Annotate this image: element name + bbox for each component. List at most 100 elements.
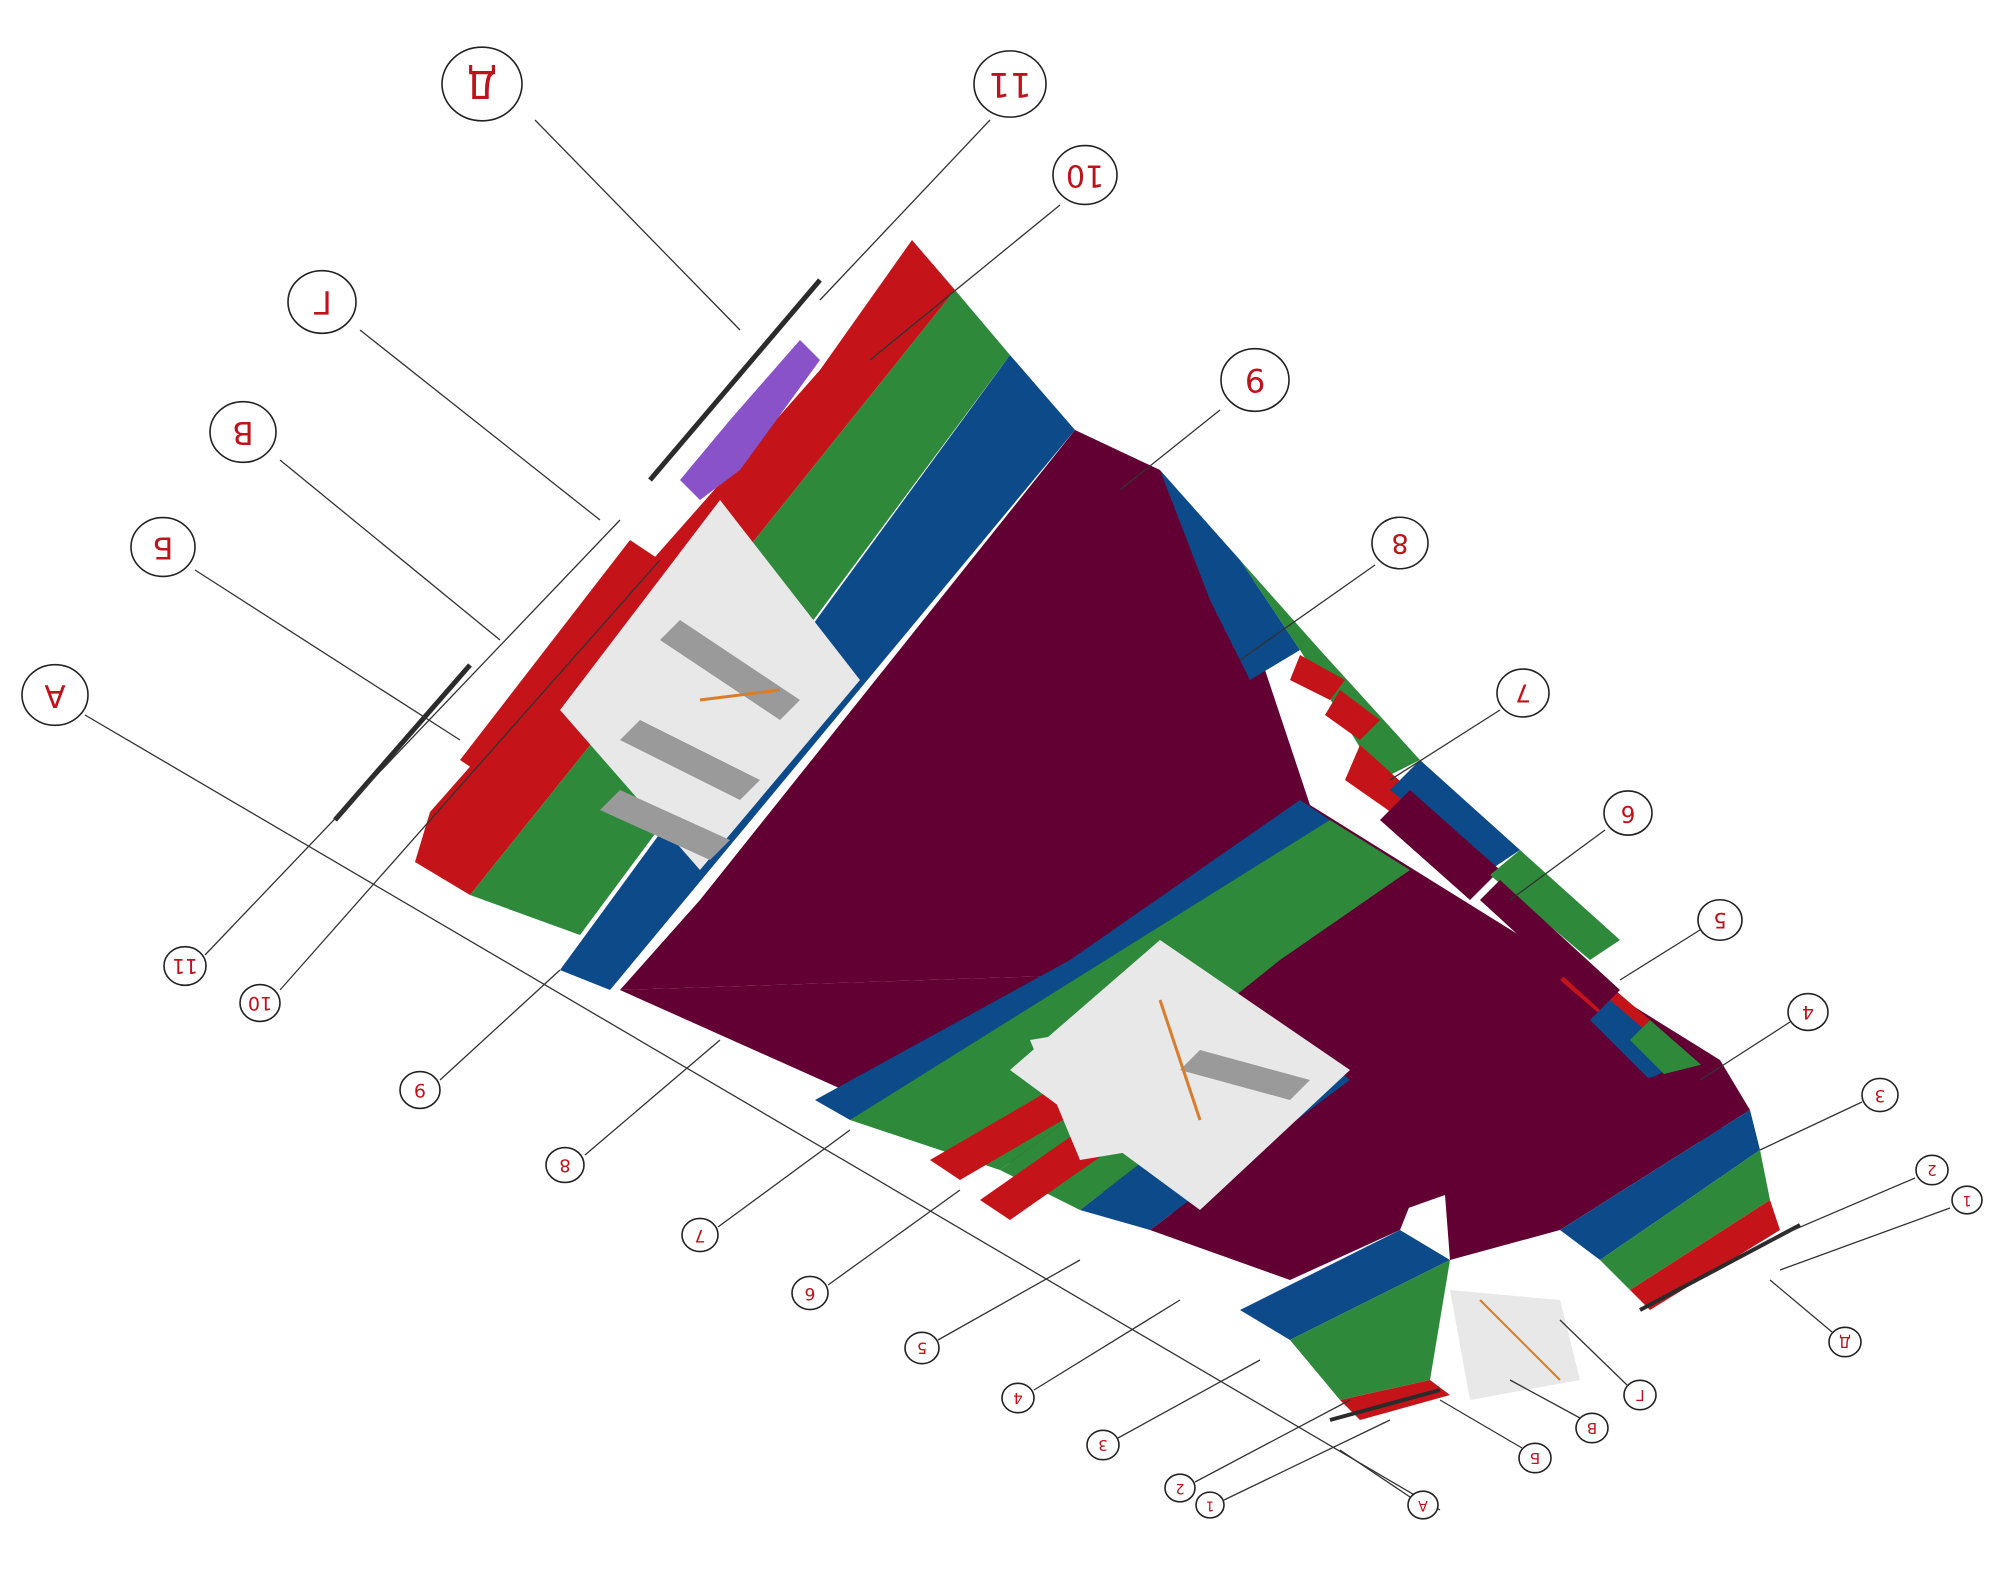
stair-flight-upper-3 (600, 790, 730, 860)
slab-layer-maroon-right-2 (1480, 880, 1620, 1010)
axis-bubble-large-G: Г (287, 269, 601, 521)
axis-bubble-circle (239, 983, 281, 1023)
axis-bubble-large-A: А (21, 663, 1441, 1511)
axis-bubble-small-V: В (1509, 1379, 1609, 1444)
axis-bubble-small-B: Б (1439, 1399, 1552, 1474)
axis-bubble-label: 7 (695, 1225, 706, 1245)
axis-bubble-circle (441, 46, 523, 122)
axis-bubble-large-D: Д (441, 46, 741, 331)
axis-bubble-label: 1 (1963, 1192, 1972, 1208)
slab-layer-green-bottom (1290, 1260, 1450, 1400)
axis-bubble-large-10: 10 (869, 144, 1118, 361)
axis-bubble-circle (1623, 1379, 1657, 1411)
slab-layer-red-right-1 (1290, 655, 1345, 700)
axis-bubble-circle (1787, 992, 1829, 1032)
axis-leader-line (717, 1129, 851, 1228)
stair-well-bottom (1450, 1290, 1580, 1400)
axis-bubble-label: Д (467, 62, 497, 106)
stair-flight-upper-2 (620, 720, 760, 800)
axis-leader-line (1119, 409, 1221, 491)
balcony-rail-bl (1329, 1388, 1441, 1422)
slab-layer-green-br (1600, 1150, 1770, 1290)
axis-bubble-circle (1915, 1154, 1949, 1186)
axis-leader-line (1239, 564, 1376, 661)
slab-layer-blue-2 (815, 800, 1330, 1120)
axis-bubble-small-9: 9 (399, 969, 561, 1110)
slab-layer-red-lower-2 (930, 1090, 1080, 1180)
axis-bubble-circle (1001, 1382, 1035, 1414)
slab-layer-maroon-main (620, 430, 1310, 990)
axis-leader-line (1759, 1101, 1863, 1151)
axis-bubble-label: Б (153, 530, 174, 565)
axis-bubble-circle (1575, 1412, 1609, 1444)
axis-bubble-large-4: 4 (1699, 992, 1829, 1081)
stair-well-lower (1010, 940, 1350, 1210)
axis-bubble-label: 4 (1802, 1001, 1814, 1023)
axis-bubble-label: 8 (1391, 528, 1408, 559)
axis-bubble-label: 3 (1875, 1085, 1886, 1105)
axis-bubble-circle (1164, 1473, 1196, 1503)
axis-bubble-small-8: 8 (545, 1039, 721, 1184)
axis-leader-line (869, 204, 1061, 361)
axis-bubble-small-6: 6 (791, 1189, 961, 1311)
axis-bubble-label: 5 (1713, 908, 1726, 932)
axis-leader-line (819, 119, 991, 301)
axis-bubble-small-A: А (1339, 1449, 1439, 1520)
axis-leader-line (1699, 1021, 1791, 1081)
axis-bubble-circle (1518, 1442, 1552, 1474)
axis-leader-line (1769, 1177, 1916, 1241)
slab-layer-maroon-bottom (1150, 1080, 1440, 1280)
axis-bubble-label: 7 (1515, 679, 1531, 708)
axis-bubble-small-1: 1 (1195, 1419, 1391, 1519)
axis-bubble-circle (130, 516, 196, 578)
axis-bubble-circle (1220, 347, 1290, 413)
slab-layer-green-right-2 (1490, 850, 1620, 960)
axis-leader-line (937, 1259, 1081, 1341)
axis-bubble-small-D: Д (1769, 1279, 1862, 1358)
slab-layer-blue-bottom (1240, 1230, 1450, 1340)
axis-bubble-circle (399, 1070, 441, 1110)
axis-bubble-label: 11 (172, 954, 197, 978)
slab-layer-blue-br (1560, 1110, 1760, 1260)
axis-leader-line (1339, 1449, 1411, 1498)
stair-flight-upper-1 (660, 620, 800, 720)
axis-bubble-circle (1086, 1429, 1120, 1461)
stair-rail-lower (1158, 999, 1202, 1121)
axis-leader-line (204, 519, 621, 956)
stair-well-opening-upper (560, 500, 860, 870)
axis-leader-line (584, 1039, 721, 1156)
axis-leader-line (359, 329, 601, 521)
axis-leader-line (1769, 1279, 1833, 1333)
axis-bubble-label: Г (312, 283, 332, 321)
axis-bubble-small-2: 2 (1164, 1399, 1351, 1503)
axis-bubble-label: А (1418, 1497, 1428, 1513)
axis-leader-line (1509, 829, 1606, 901)
axis-bubble-label: 6 (1621, 800, 1636, 826)
axis-bubble-large-7: 7 (1389, 668, 1550, 781)
axis-bubble-label: В (232, 414, 253, 450)
axis-bubble-large-1: 1 (1779, 1185, 1983, 1271)
axis-bubble-small-10: 10 (239, 559, 661, 1023)
axis-bubble-circle (163, 945, 207, 987)
axis-bubble-label: Г (1635, 1386, 1644, 1404)
balcony-rail-top (648, 278, 822, 482)
stair-well-upper (560, 500, 860, 870)
slab-layer-red-right-2 (1325, 690, 1380, 740)
axis-bubble-circle (1371, 516, 1429, 570)
stair-rail-bottom (1479, 1299, 1561, 1381)
axis-bubble-label: 3 (1098, 1436, 1108, 1454)
slab-layer-maroon-right (1380, 790, 1500, 900)
axis-bubble-label: 10 (248, 992, 272, 1014)
axis-leader-line (194, 569, 461, 741)
axis-leader-line (1509, 1379, 1581, 1419)
axis-bubble-large-6: 6 (1509, 790, 1653, 901)
stair-rail-upper (699, 688, 781, 702)
stair-well-opening-bottom (1450, 1290, 1580, 1400)
axis-bubble-label: 10 (1066, 158, 1104, 193)
axis-bubble-circle (791, 1275, 829, 1311)
axis-bubble-small-5: 5 (904, 1259, 1081, 1365)
axis-bubble-circle (287, 269, 357, 335)
axis-leader-line (534, 119, 741, 331)
